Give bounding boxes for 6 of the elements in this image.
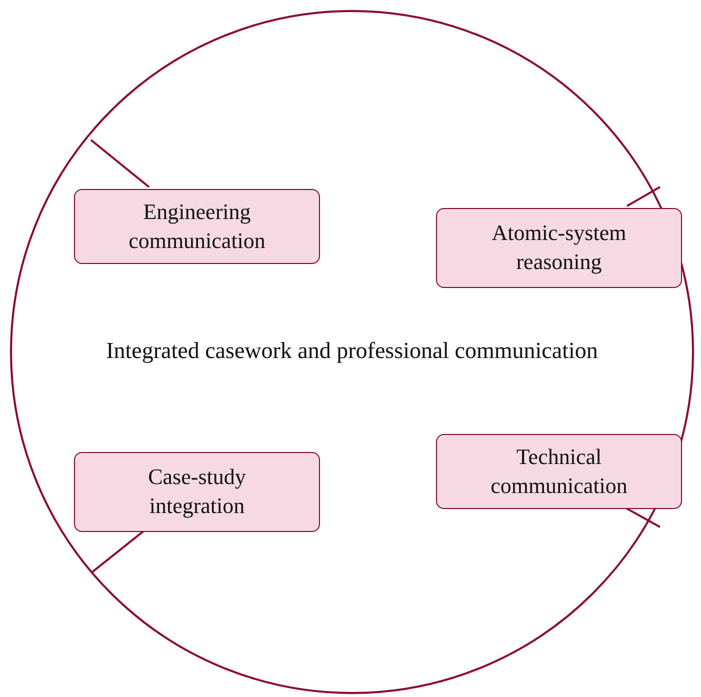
circle-region [10,10,694,694]
box-label: Technical communication [490,442,628,500]
box-label: Engineering communication [128,198,266,254]
box-label: Case-study integration [147,463,247,520]
box-label: Atomic-system reasoning [490,219,628,276]
region-title: Integrated casework and professional communication [105,338,599,364]
